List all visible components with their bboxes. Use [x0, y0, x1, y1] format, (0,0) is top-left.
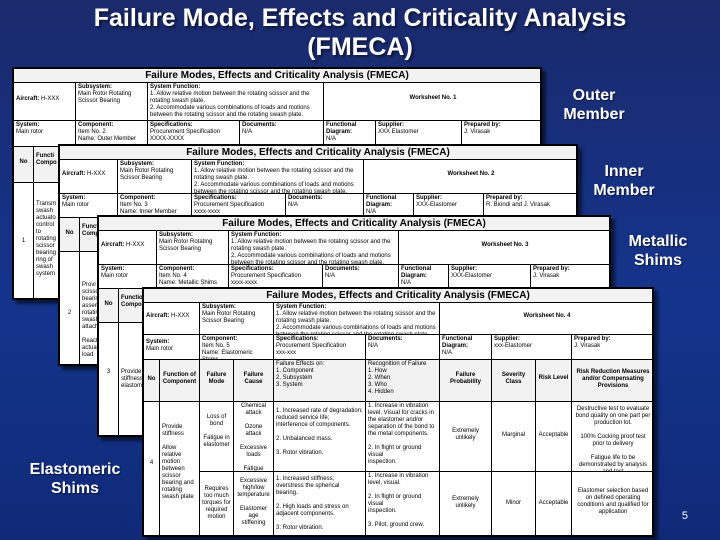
- row-2-failure-cause: Excessive high/low temperature Elastomer…: [234, 472, 274, 535]
- aircraft-cell: Aircraft: H-XXX: [99, 231, 157, 265]
- documents-cell: Documents:N/A: [366, 335, 440, 360]
- system-cell: System:Main rotor: [60, 194, 118, 218]
- sheet-title: Failure Modes, Effects and Criticality A…: [99, 217, 609, 231]
- system-cell: System:Main rotor: [99, 265, 157, 289]
- worksheet-number: Worksheet No. 1: [324, 83, 540, 121]
- row-number: 3: [99, 323, 119, 435]
- component-cell: Component:Item No. 4 Name: Metallic Shim…: [157, 265, 229, 289]
- elastomeric-shims-label: Elastomeric Shims: [29, 461, 121, 497]
- specifications-cell: Specifications:Procurement Specification…: [274, 335, 366, 360]
- column-recognition: Recognition of Failure 1. How 2. When 3.…: [366, 360, 440, 402]
- functional-diagram-cell: Functional Diagram:N/A: [399, 265, 449, 289]
- column-probability: Failure Probability: [440, 360, 492, 402]
- component-cell: Component:Item No. 5 Name: Elastomeric S…: [200, 335, 274, 360]
- row-1-risk-measures: Destructive test to evaluate bond qualit…: [572, 402, 652, 472]
- aircraft-cell: Aircraft: H-XXX: [144, 303, 200, 335]
- prepared-by-cell: Prepared by:J. Virasak: [531, 265, 609, 289]
- worksheet-number: Worksheet No. 3: [399, 231, 609, 265]
- sheet-title: Failure Modes, Effects and Criticality A…: [14, 69, 540, 83]
- column-no: No: [60, 218, 80, 252]
- row-1-severity: Marginal: [492, 402, 536, 472]
- column-severity: Severity Class: [492, 360, 536, 402]
- system-function-cell: System Function:1. Allow relative motion…: [192, 160, 364, 194]
- sheet-title: Failure Modes, Effects and Criticality A…: [60, 146, 576, 160]
- aircraft-cell: Aircraft: H-XXX: [14, 83, 76, 121]
- row-2-risk-measures: Elastomer selection based on defined ope…: [572, 472, 652, 535]
- row-1-recognition: 1. Increase in vibration level. Visual f…: [366, 402, 440, 472]
- row-1-failure-effects: 1. Increased rate of degradation; reduce…: [274, 402, 366, 472]
- column-risk-level: Risk Level: [536, 360, 572, 402]
- functional-diagram-cell: Functional Diagram:N/A: [440, 335, 492, 360]
- system-function-cell: System Function:1. Allow relative motion…: [274, 303, 440, 335]
- slide-title: Failure Mode, Effects and Criticality An…: [93, 4, 627, 61]
- row-2-failure-mode: Requires too much torques for required m…: [200, 472, 234, 535]
- subsystem-cell: Subsystem:Main Rotor Rotating Scissor Be…: [76, 83, 148, 121]
- metallic-shims-label: Metallic Shims: [628, 233, 688, 269]
- subsystem-cell: Subsystem:Main Rotor Rotating Scissor Be…: [118, 160, 192, 194]
- row-2-failure-effects: 1. Increased stiffness; overstress the s…: [274, 472, 366, 535]
- system-cell: System:Main rotor: [144, 335, 200, 360]
- prepared-by-cell: Prepared by:J. Virasak: [572, 335, 652, 360]
- outer-member-label: Outer Member: [563, 87, 625, 123]
- column-no: No: [144, 360, 160, 402]
- row-2-probability: Extremely unlikely: [440, 472, 492, 535]
- row-1-probability: Extremely unlikely: [440, 402, 492, 472]
- column-no: No: [14, 147, 34, 183]
- page-number: 5: [681, 510, 688, 522]
- inner-member-label: Inner Member: [593, 163, 655, 199]
- row-2-severity: Minor: [492, 472, 536, 535]
- row-number: 1: [14, 183, 34, 298]
- worksheet-number: Worksheet No. 4: [440, 303, 652, 335]
- supplier-cell: Supplier:XXX-Elastomer: [449, 265, 531, 289]
- row-1-risk-level: Acceptable: [536, 402, 572, 472]
- column-risk-measures: Risk Reduction Measures and/or Compensat…: [572, 360, 652, 402]
- row-function: Transm swash actuato control to rotating…: [34, 183, 94, 298]
- column-no: No: [99, 289, 119, 323]
- row-function: Provide stiffness Allow relative motion …: [160, 402, 200, 535]
- fmeca-sheet-elastomeric-shims: Failure Modes, Effects and Criticality A…: [142, 287, 654, 537]
- subsystem-cell: Subsystem:Main Rotor Rotating Scissor Be…: [157, 231, 229, 265]
- row-number: 2: [60, 252, 80, 364]
- row-2-risk-level: Acceptable: [536, 472, 572, 535]
- system-cell: System:Main rotor: [14, 121, 76, 147]
- column-failure-mode: Failure Mode: [200, 360, 234, 402]
- column-failure-cause: Failure Cause: [234, 360, 274, 402]
- column-failure-effects: Failure Effects on: 1. Component 2. Subs…: [274, 360, 366, 402]
- worksheet-number: Worksheet No. 2: [364, 160, 576, 194]
- column-function: Function of Component: [160, 360, 200, 402]
- system-function-cell: System Function:1. Allow relative motion…: [229, 231, 399, 265]
- subsystem-cell: Subsystem:Main Rotor Rotating Scissor Be…: [200, 303, 274, 335]
- supplier-cell: Supplier:xxx-Elastomer: [492, 335, 572, 360]
- system-function-cell: System Function:1. Allow relative motion…: [148, 83, 324, 121]
- documents-cell: Documents:N/A: [323, 265, 399, 289]
- row-1-failure-mode: Loss of bond Fatigue in elastomer: [200, 402, 234, 472]
- sheet-title: Failure Modes, Effects and Criticality A…: [144, 289, 652, 303]
- specifications-cell: Specifications:Procurement Specification…: [229, 265, 323, 289]
- row-2-recognition: 1. Increase in vibration level, visual. …: [366, 472, 440, 535]
- row-number: 4: [144, 402, 160, 535]
- row-1-failure-cause: Chemical attack Ozone attack Excessive l…: [234, 402, 274, 472]
- aircraft-cell: Aircraft: H-XXX: [60, 160, 118, 194]
